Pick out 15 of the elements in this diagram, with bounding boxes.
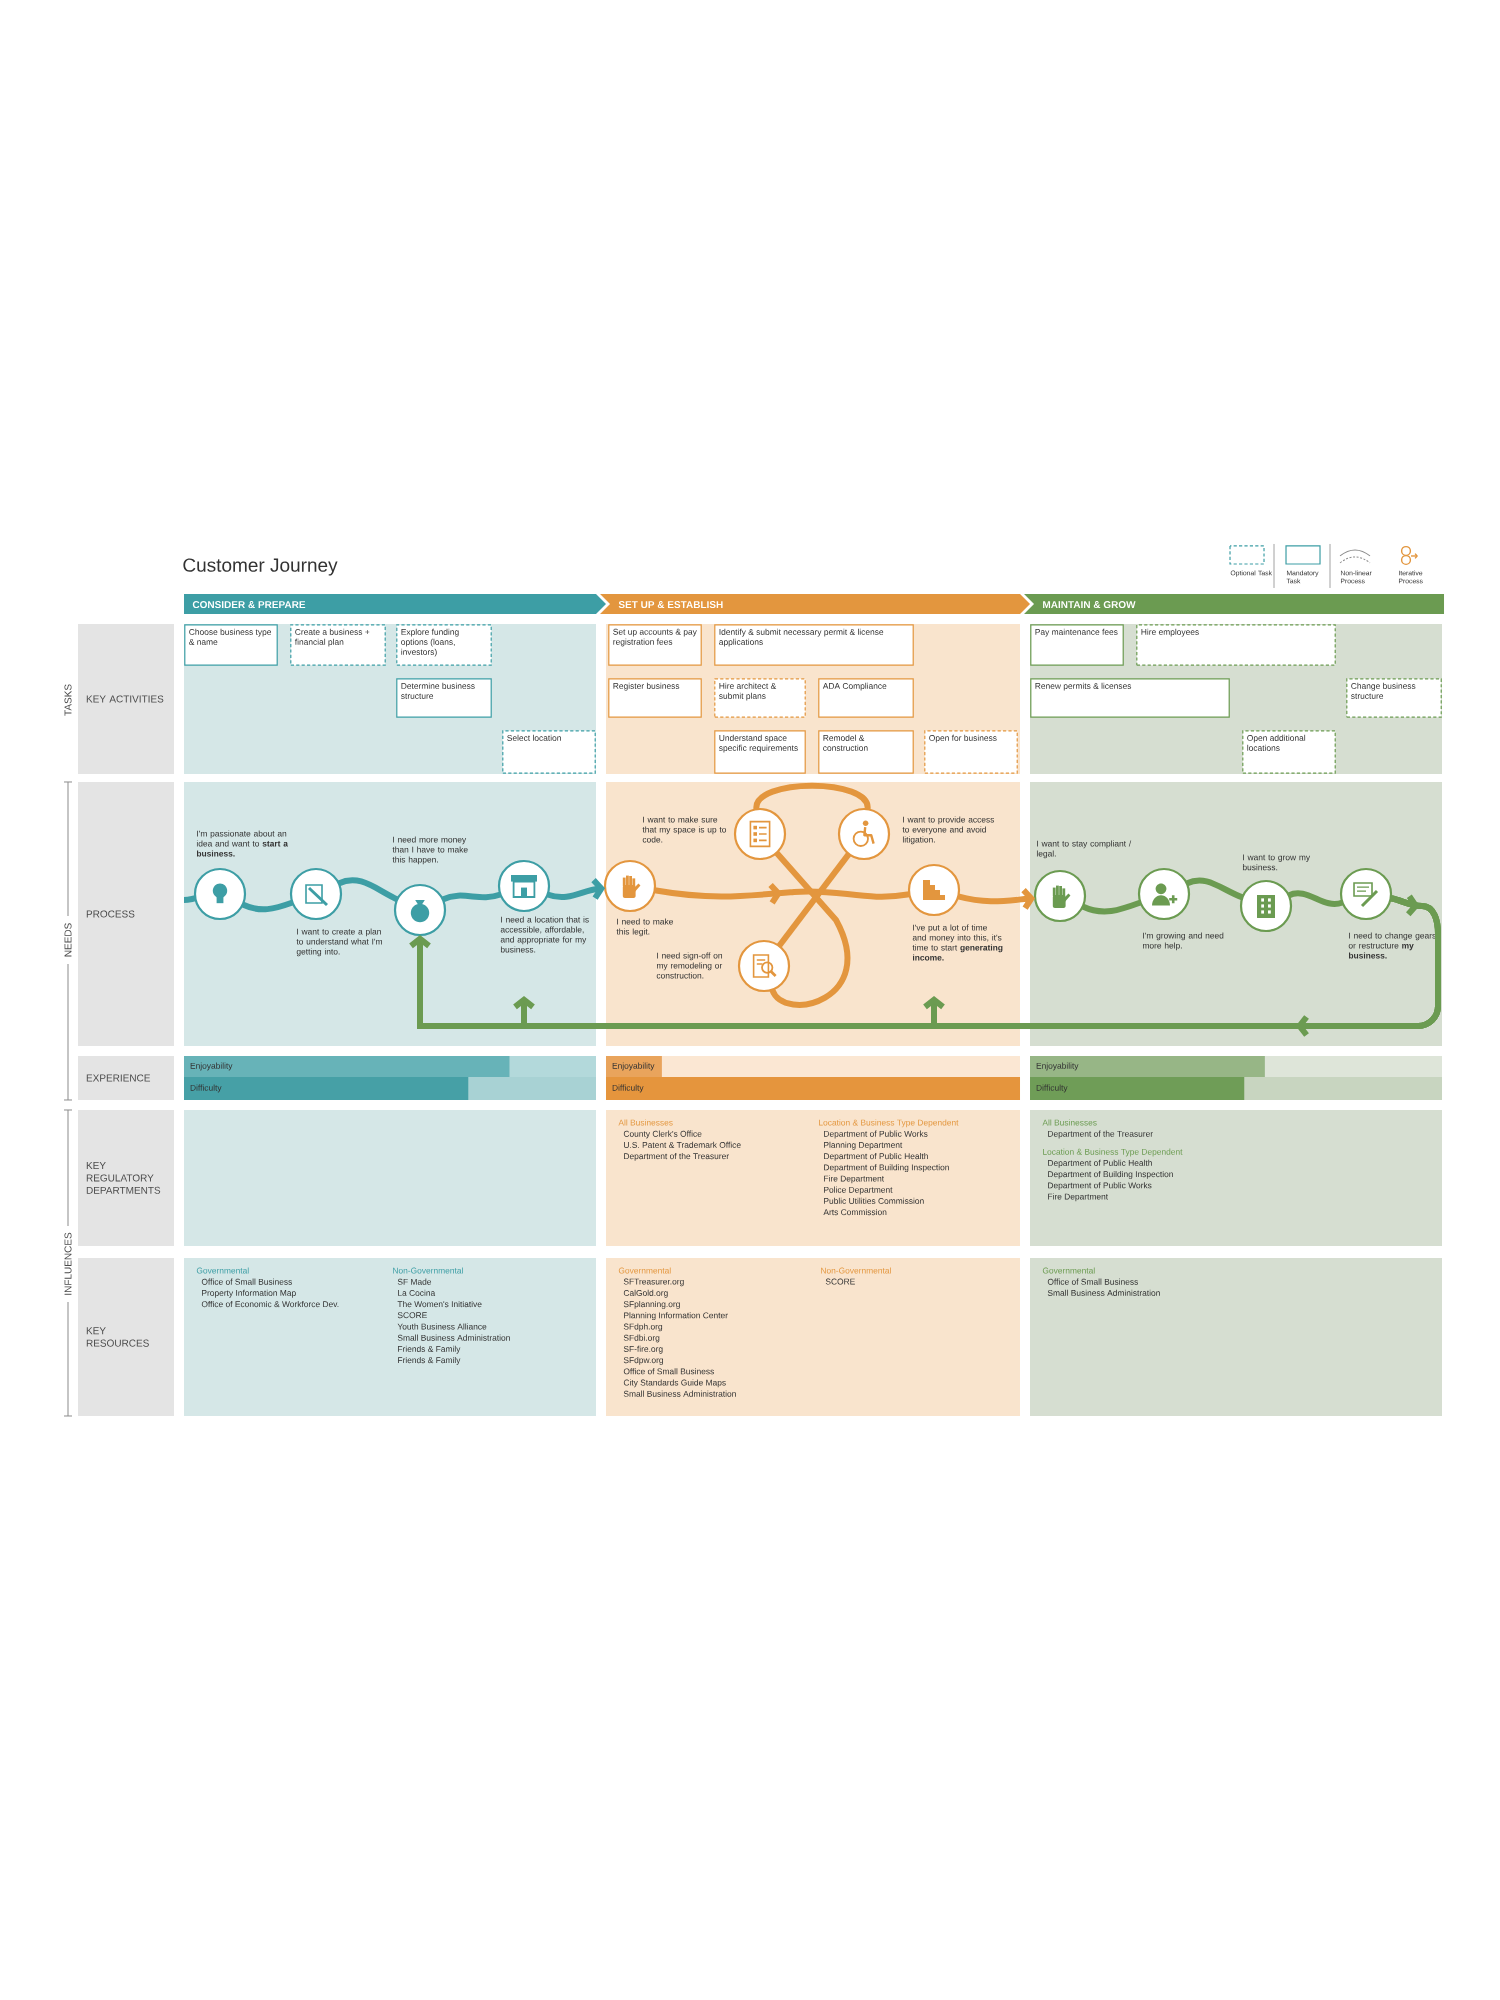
- flow-line: [1081, 899, 1142, 915]
- flow-arrow: [546, 878, 606, 901]
- flow-line: [1287, 890, 1344, 907]
- flow-arrow: [957, 888, 1036, 910]
- flow-line: [241, 899, 294, 913]
- flow-line: [183, 895, 196, 903]
- flow-arrow: [923, 895, 1441, 1029]
- phase-panel: [184, 1110, 596, 1246]
- flow-line: [776, 852, 852, 948]
- title: Customer Journey: [183, 558, 338, 576]
- flow-line: [1185, 877, 1244, 901]
- flow-line: [441, 891, 502, 903]
- flow-line: [753, 782, 871, 810]
- flow-line: [769, 850, 851, 1008]
- flow-line: [337, 877, 399, 903]
